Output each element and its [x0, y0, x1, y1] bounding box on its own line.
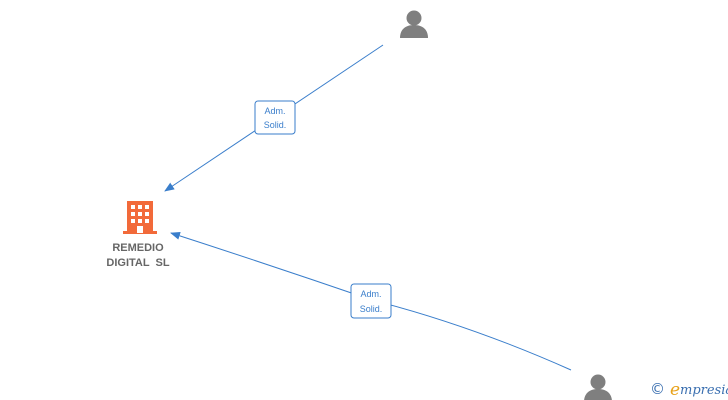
copyright-symbol: ©	[650, 380, 665, 398]
relation-label-top-line1: Adm.	[264, 106, 285, 116]
relation-label-top[interactable]: Adm. Solid.	[254, 100, 296, 135]
building-icon	[123, 201, 157, 234]
relation-label-bottom-line1: Adm.	[360, 289, 381, 299]
brand-watermark: © e mpresia	[650, 380, 728, 400]
company-name-line2: DIGITAL SL	[106, 257, 169, 269]
company-name-line1: REMEDIO	[112, 242, 164, 254]
brand-logo-text: mpresia	[680, 383, 728, 398]
person-node-bottom[interactable]	[584, 374, 612, 400]
relation-label-top-line2: Solid.	[264, 120, 287, 130]
relation-edge-bottom: Adm. Solid.	[170, 231, 572, 371]
brand-logo-initial: e	[670, 380, 680, 400]
relation-edge-top: Adm. Solid.	[164, 44, 384, 192]
relation-label-bottom[interactable]: Adm. Solid.	[350, 283, 392, 319]
company-node[interactable]: REMEDIO DIGITAL SL	[106, 201, 170, 269]
relation-label-bottom-line2: Solid.	[360, 304, 383, 314]
person-node-top[interactable]	[400, 10, 428, 39]
person-icon	[584, 374, 612, 400]
person-icon	[400, 10, 428, 38]
